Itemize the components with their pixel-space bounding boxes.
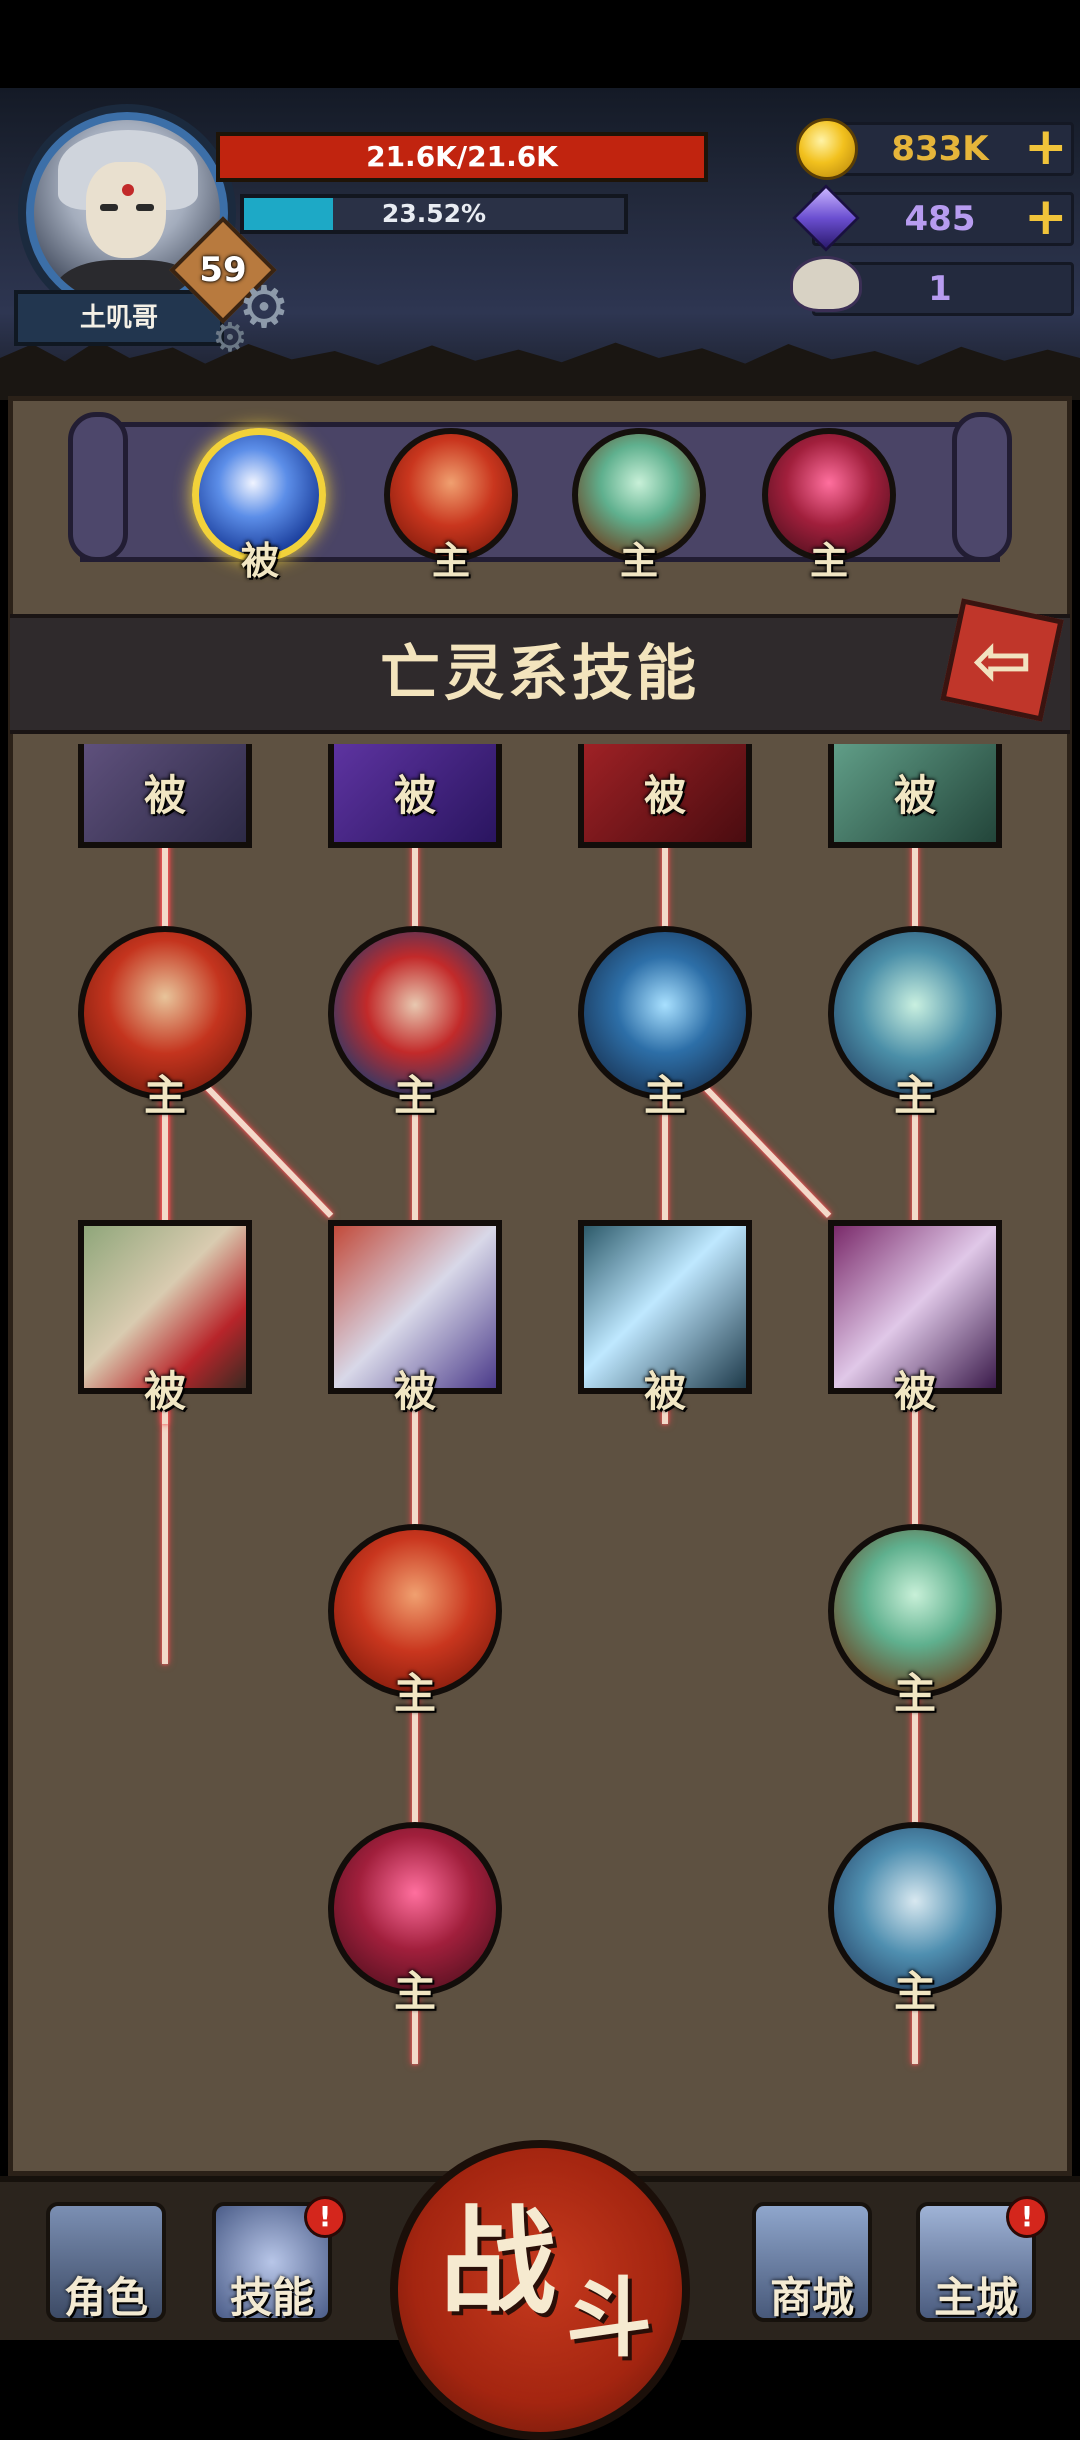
skill-node[interactable] [328, 1524, 502, 1698]
link-col1 [162, 804, 168, 1424]
xp-bar-fill [244, 198, 334, 230]
skill-label: 被 [393, 771, 436, 820]
nav-role-label[interactable]: 角色 [63, 2273, 148, 2322]
back-arrow-icon[interactable]: ⇦ [971, 618, 1033, 702]
tab-green-swirl-icon[interactable] [572, 428, 706, 562]
skill-tree: 被 被 被 被 主 主 主 主 被 被 被 被 主 主 主 主 [10, 744, 1070, 2164]
skill-node[interactable] [828, 926, 1002, 1100]
skill-node[interactable] [828, 1220, 1002, 1394]
tab-label-active-1: 主 [431, 539, 470, 583]
skill-label: 被 [143, 771, 186, 820]
hp-bar: 21.6K/21.6K [216, 132, 708, 182]
skill-node[interactable] [328, 1220, 502, 1394]
skill-node[interactable] [828, 1524, 1002, 1698]
player-level: 59 [199, 250, 247, 290]
nav-skill-label[interactable]: 技能 [229, 2273, 314, 2322]
scroll-end-left [68, 412, 128, 562]
skill-node[interactable] [78, 744, 252, 848]
link-col2 [412, 804, 418, 2064]
nav-city-label[interactable]: 主城 [933, 2273, 1018, 2322]
page-title: 亡灵系技能 [380, 639, 700, 709]
tab-label-passive: 被 [240, 539, 279, 583]
nav-shop-label[interactable]: 商城 [769, 2273, 854, 2322]
fight-label-2[interactable]: 斗 [566, 2269, 652, 2369]
skill-label: 主 [393, 1967, 436, 2016]
settings-gear-icon[interactable]: ⚙ [238, 273, 290, 341]
skill-node[interactable] [578, 744, 752, 848]
gold-coin-icon [796, 118, 858, 180]
skull-value: 1 [928, 269, 952, 309]
skill-label: 主 [893, 1967, 936, 2016]
skill-node[interactable] [578, 1220, 752, 1394]
settings-gear-small-icon[interactable]: ⚙ [212, 315, 248, 361]
tab-label-active-3: 主 [809, 539, 848, 583]
tab-red-spikes-icon[interactable] [384, 428, 518, 562]
skill-label: 主 [393, 1669, 436, 1718]
skill-label: 主 [893, 1071, 936, 1120]
crystal-add-button[interactable]: + [1024, 187, 1068, 247]
tab-label-active-2: 主 [619, 539, 658, 583]
fight-label-1[interactable]: 战 [440, 2195, 556, 2330]
skill-node[interactable] [828, 1822, 1002, 1996]
skill-label: 被 [893, 1367, 936, 1416]
skill-alert-badge: ! [304, 2196, 346, 2238]
role-helmet-icon[interactable] [46, 2202, 166, 2322]
gold-value: 833K [891, 129, 989, 169]
scroll-end-right [952, 412, 1012, 562]
skill-node[interactable] [578, 926, 752, 1100]
gold-add-button[interactable]: + [1024, 117, 1068, 177]
skill-label: 主 [893, 1669, 936, 1718]
avatar-eye-right [136, 204, 154, 211]
skill-node[interactable] [828, 744, 1002, 848]
skill-label: 主 [643, 1071, 686, 1120]
avatar-eye-left [100, 204, 118, 211]
avatar-forehead-gem [122, 184, 134, 196]
player-name: 土叽哥 [14, 290, 224, 346]
skill-label: 被 [393, 1367, 436, 1416]
skill-node[interactable] [78, 1220, 252, 1394]
city-alert-badge: ! [1006, 2196, 1048, 2238]
skill-node[interactable] [328, 926, 502, 1100]
skill-label: 主 [393, 1071, 436, 1120]
title-band [10, 614, 1070, 734]
skill-label: 被 [893, 771, 936, 820]
tab-pink-demon-icon[interactable] [762, 428, 896, 562]
xp-bar [240, 194, 628, 234]
xp-percent: 23.52% [381, 199, 487, 228]
link-col3 [662, 804, 668, 1424]
tab-blue-vortex-icon[interactable] [192, 428, 326, 562]
skill-label: 被 [643, 771, 686, 820]
avatar-face [86, 162, 166, 258]
crystal-value: 485 [904, 199, 976, 239]
skill-label: 主 [143, 1071, 186, 1120]
shop-tent-icon[interactable] [752, 2202, 872, 2322]
link-col4 [912, 804, 918, 2064]
skill-label: 被 [643, 1367, 686, 1416]
skill-label: 被 [143, 1367, 186, 1416]
skill-node[interactable] [78, 926, 252, 1100]
crystal-resource-bar [812, 192, 1074, 246]
ram-skull-icon [790, 256, 862, 312]
skill-node[interactable] [328, 744, 502, 848]
skill-node[interactable] [328, 1822, 502, 1996]
